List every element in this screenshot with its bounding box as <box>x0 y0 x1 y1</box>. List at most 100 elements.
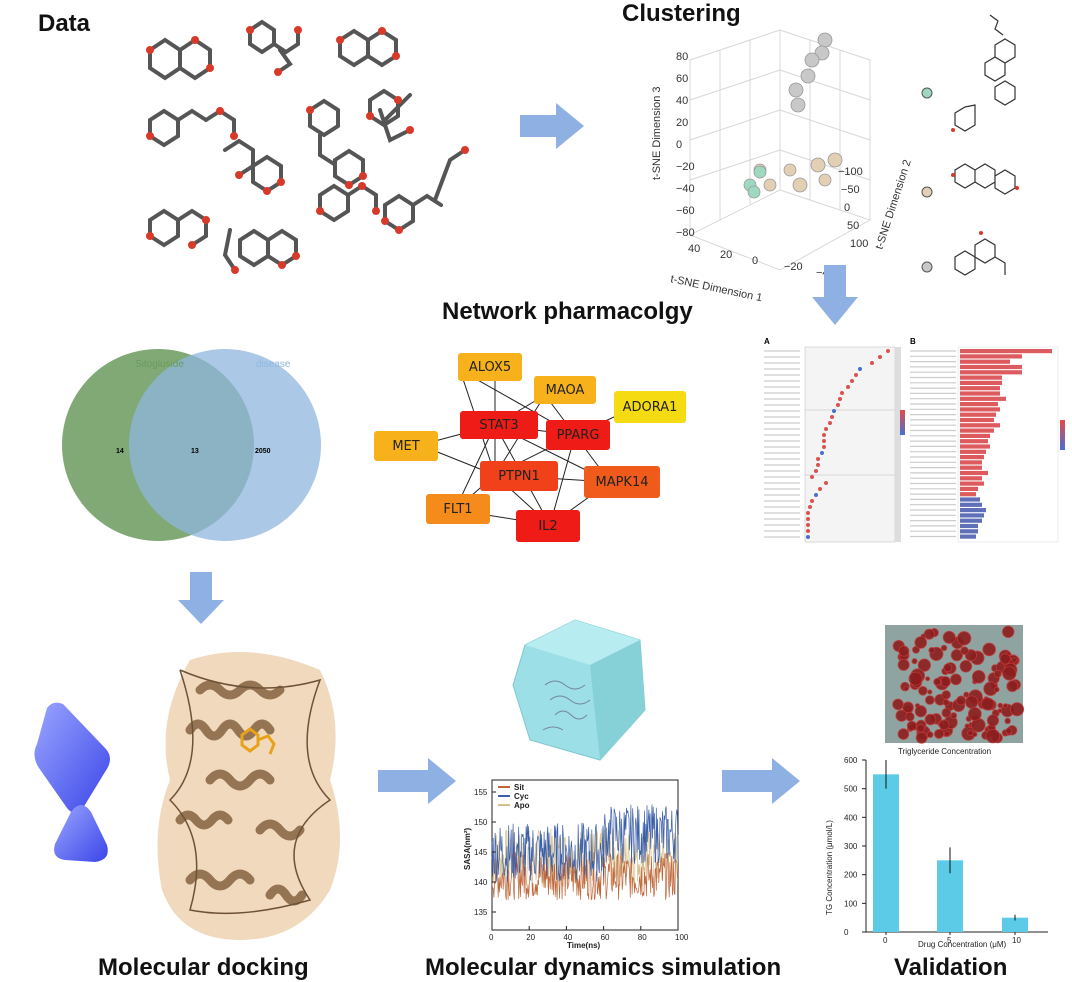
arrow-down-icon <box>812 265 858 325</box>
enrichment-dot <box>850 379 854 383</box>
sasa-series-cyc <box>491 804 679 882</box>
sasa-legend-label: Sit <box>514 783 525 792</box>
tg-ytick: 600 <box>844 756 858 765</box>
enrichment-dot <box>808 505 812 509</box>
enrichment-dot <box>886 349 890 353</box>
enrichment-bar <box>960 391 1000 396</box>
network-node-alox5: ALOX5 <box>458 353 522 381</box>
enrichment-bar <box>960 449 986 454</box>
tsne-tick-dim3: 0 <box>676 139 682 151</box>
enrichment-bar <box>960 476 982 481</box>
venn-left-label: Sitogluside <box>135 359 184 370</box>
sasa-xtick: 0 <box>489 933 494 942</box>
enrichment-bar <box>960 412 996 417</box>
tg-xtick: 0 <box>883 936 888 945</box>
enrichment-bar <box>960 402 998 407</box>
enrichment-dot <box>816 457 820 461</box>
sasa-ytick: 155 <box>474 788 488 797</box>
enrichment-dot <box>858 367 862 371</box>
tg-chart-title: Triglyceride Concentration <box>898 747 991 756</box>
tg-ytick: 300 <box>844 842 858 851</box>
enrichment-bar <box>960 380 1002 385</box>
sasa-xlabel: Time(ns) <box>567 941 601 950</box>
title-docking: Molecular docking <box>98 954 309 981</box>
enrichment-dot <box>830 415 834 419</box>
tsne-tick-dim1: 0 <box>752 255 758 267</box>
enrichment-dot <box>840 391 844 395</box>
title-clustering: Clustering <box>622 0 741 27</box>
tg-ylabel: TG Concentration (μmol/L) <box>825 820 834 915</box>
enrichment-dot <box>824 427 828 431</box>
enrichment-bar <box>960 359 1010 364</box>
enrichment-dot <box>832 409 836 413</box>
enrichment-dot <box>822 445 826 449</box>
enrichment-dot <box>806 511 810 515</box>
tsne-3d-plot: t-SNE Dimension 3 t-SNE Dimension 1 t-SN… <box>651 29 914 304</box>
enrichment-bar <box>960 534 976 539</box>
enrichment-bar <box>960 386 1000 391</box>
enrichment-bar <box>960 417 994 423</box>
sasa-xtick: 40 <box>563 933 572 942</box>
tsne-tick-dim1: −20 <box>784 261 803 273</box>
tsne-tick-dim2: −50 <box>841 184 860 196</box>
enrichment-dot <box>814 493 818 497</box>
enrichment-bar <box>960 407 1000 412</box>
enrichment-bar <box>960 370 1022 375</box>
tsne-tick-dim2: 0 <box>844 202 850 214</box>
title-md: Molecular dynamics simulation <box>425 954 782 981</box>
network-node-met: MET <box>374 431 438 461</box>
enrichment-bar <box>960 433 990 438</box>
tg-xlabel: Drug Concentration (μM) <box>918 940 1007 949</box>
title-network: Network pharmacolgy <box>442 298 693 325</box>
enrichment-bar <box>960 465 982 470</box>
enrichment-panels: A B <box>764 337 1065 543</box>
cluster-compound-legend <box>921 14 1019 276</box>
title-validation: Validation <box>894 954 1008 981</box>
enrichment-dot <box>846 385 850 389</box>
enrichment-bar <box>960 460 982 465</box>
sasa-ylabel: SASA(nm²) <box>463 827 472 870</box>
tg-ytick: 100 <box>844 899 858 908</box>
enrichment-dot <box>806 535 810 539</box>
tsne-tick-dim2: 50 <box>847 220 859 232</box>
enrichment-bar <box>960 439 988 444</box>
enrichment-bar <box>960 529 978 534</box>
enrichment-bar <box>960 518 982 523</box>
enrichment-dot <box>822 439 826 443</box>
enrichment-dot <box>870 361 874 365</box>
sasa-xtick: 20 <box>526 933 535 942</box>
tsne-tick-dim3: 60 <box>676 73 688 85</box>
venn-right-circle <box>129 349 321 541</box>
tsne-tick-dim3: 40 <box>676 95 688 107</box>
enrichment-dot <box>828 421 832 425</box>
network-node-mapk14: MAPK14 <box>584 466 660 498</box>
tsne-tick-dim1: 40 <box>688 243 700 255</box>
enrichment-dot <box>854 373 858 377</box>
sasa-ytick: 150 <box>474 818 488 827</box>
enrichment-dot <box>822 433 826 437</box>
oil-red-staining-image <box>885 625 1025 744</box>
arrow-right-icon <box>520 103 584 149</box>
molecule-structures <box>146 19 469 274</box>
enrichment-dot <box>836 403 840 407</box>
enrichment-bar <box>960 455 984 460</box>
enrichment-dot <box>878 355 882 359</box>
sasa-ytick: 145 <box>474 848 488 857</box>
enrichment-bar <box>960 396 1006 401</box>
enrichment-bar <box>960 444 990 449</box>
tsne-tick-dim3: −40 <box>676 183 695 195</box>
tg-ytick: 400 <box>844 813 858 822</box>
enrichment-dot <box>806 523 810 527</box>
enrichment-bar <box>960 375 1002 380</box>
enrichment-dot <box>806 529 810 533</box>
sasa-xtick: 100 <box>675 933 689 942</box>
enrichment-dot <box>814 469 818 473</box>
tsne-tick-dim3: −60 <box>676 205 695 217</box>
enrichment-dot <box>806 517 810 521</box>
enrichment-bar <box>960 349 1052 354</box>
tsne-tick-dim3: 80 <box>676 51 688 63</box>
tg-bar <box>873 774 899 932</box>
enrichment-dot <box>818 487 822 491</box>
tsne-axis2-label: t-SNE Dimension 2 <box>873 158 913 251</box>
